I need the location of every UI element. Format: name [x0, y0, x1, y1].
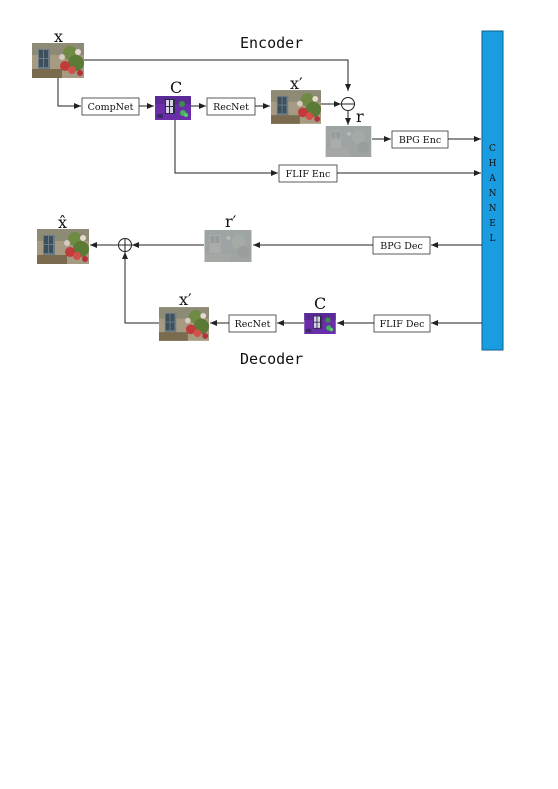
recon-to-add-wire: [122, 252, 159, 324]
channel-letter: N: [489, 189, 497, 199]
channel-letters: C H A N N E L: [488, 144, 496, 244]
decoder-title: Decoder: [240, 350, 303, 368]
encoder-recnet-label: RecNet: [213, 102, 249, 113]
code-to-flifenc-wire: [174, 120, 278, 176]
bpg-dec-label: BPG Dec: [380, 241, 423, 252]
encoder-title: Encoder: [240, 34, 303, 52]
output-image-thumbnail: [37, 229, 89, 264]
decoder-recon-label: x′: [179, 290, 192, 309]
decoder-residual-thumbnail: [204, 230, 252, 262]
encoder-code-thumbnail: [155, 96, 191, 120]
channel-letter: E: [489, 219, 496, 229]
decoder-recon-thumbnail: [159, 307, 209, 341]
decoder-code-thumbnail: [304, 313, 336, 334]
input-to-subtract-wire: [84, 59, 351, 91]
encoder-input-label: x: [54, 27, 63, 46]
flif-enc-label: FLIF Enc: [286, 169, 331, 180]
compnet-label: CompNet: [88, 102, 134, 113]
encoder-code-label: C: [170, 78, 182, 97]
decoder-code-label: C: [314, 294, 326, 313]
decoder-residual-label: r′: [225, 212, 237, 231]
channel-letter: N: [489, 204, 497, 214]
channel-letter: H: [489, 159, 497, 169]
bpg-enc-label: BPG Enc: [399, 135, 441, 146]
subtract-node: [341, 97, 355, 111]
channel-letter: A: [488, 174, 496, 184]
flif-dec-label: FLIF Dec: [380, 319, 425, 330]
encoder-recon-label: x′: [290, 74, 303, 93]
decoder-output-label: x̂: [58, 213, 67, 232]
channel-letter: L: [490, 234, 496, 244]
input-image-thumbnail: [32, 43, 84, 78]
encoder-residual-label: r: [356, 107, 364, 126]
decoder-recnet-label: RecNet: [235, 319, 271, 330]
channel-bar: [481, 30, 504, 351]
encoder-recon-thumbnail: [271, 90, 321, 124]
input-to-compnet-wire: [57, 78, 81, 109]
add-node: [118, 238, 132, 252]
encoder-residual-thumbnail: [325, 126, 372, 157]
channel-letter: C: [489, 144, 496, 154]
